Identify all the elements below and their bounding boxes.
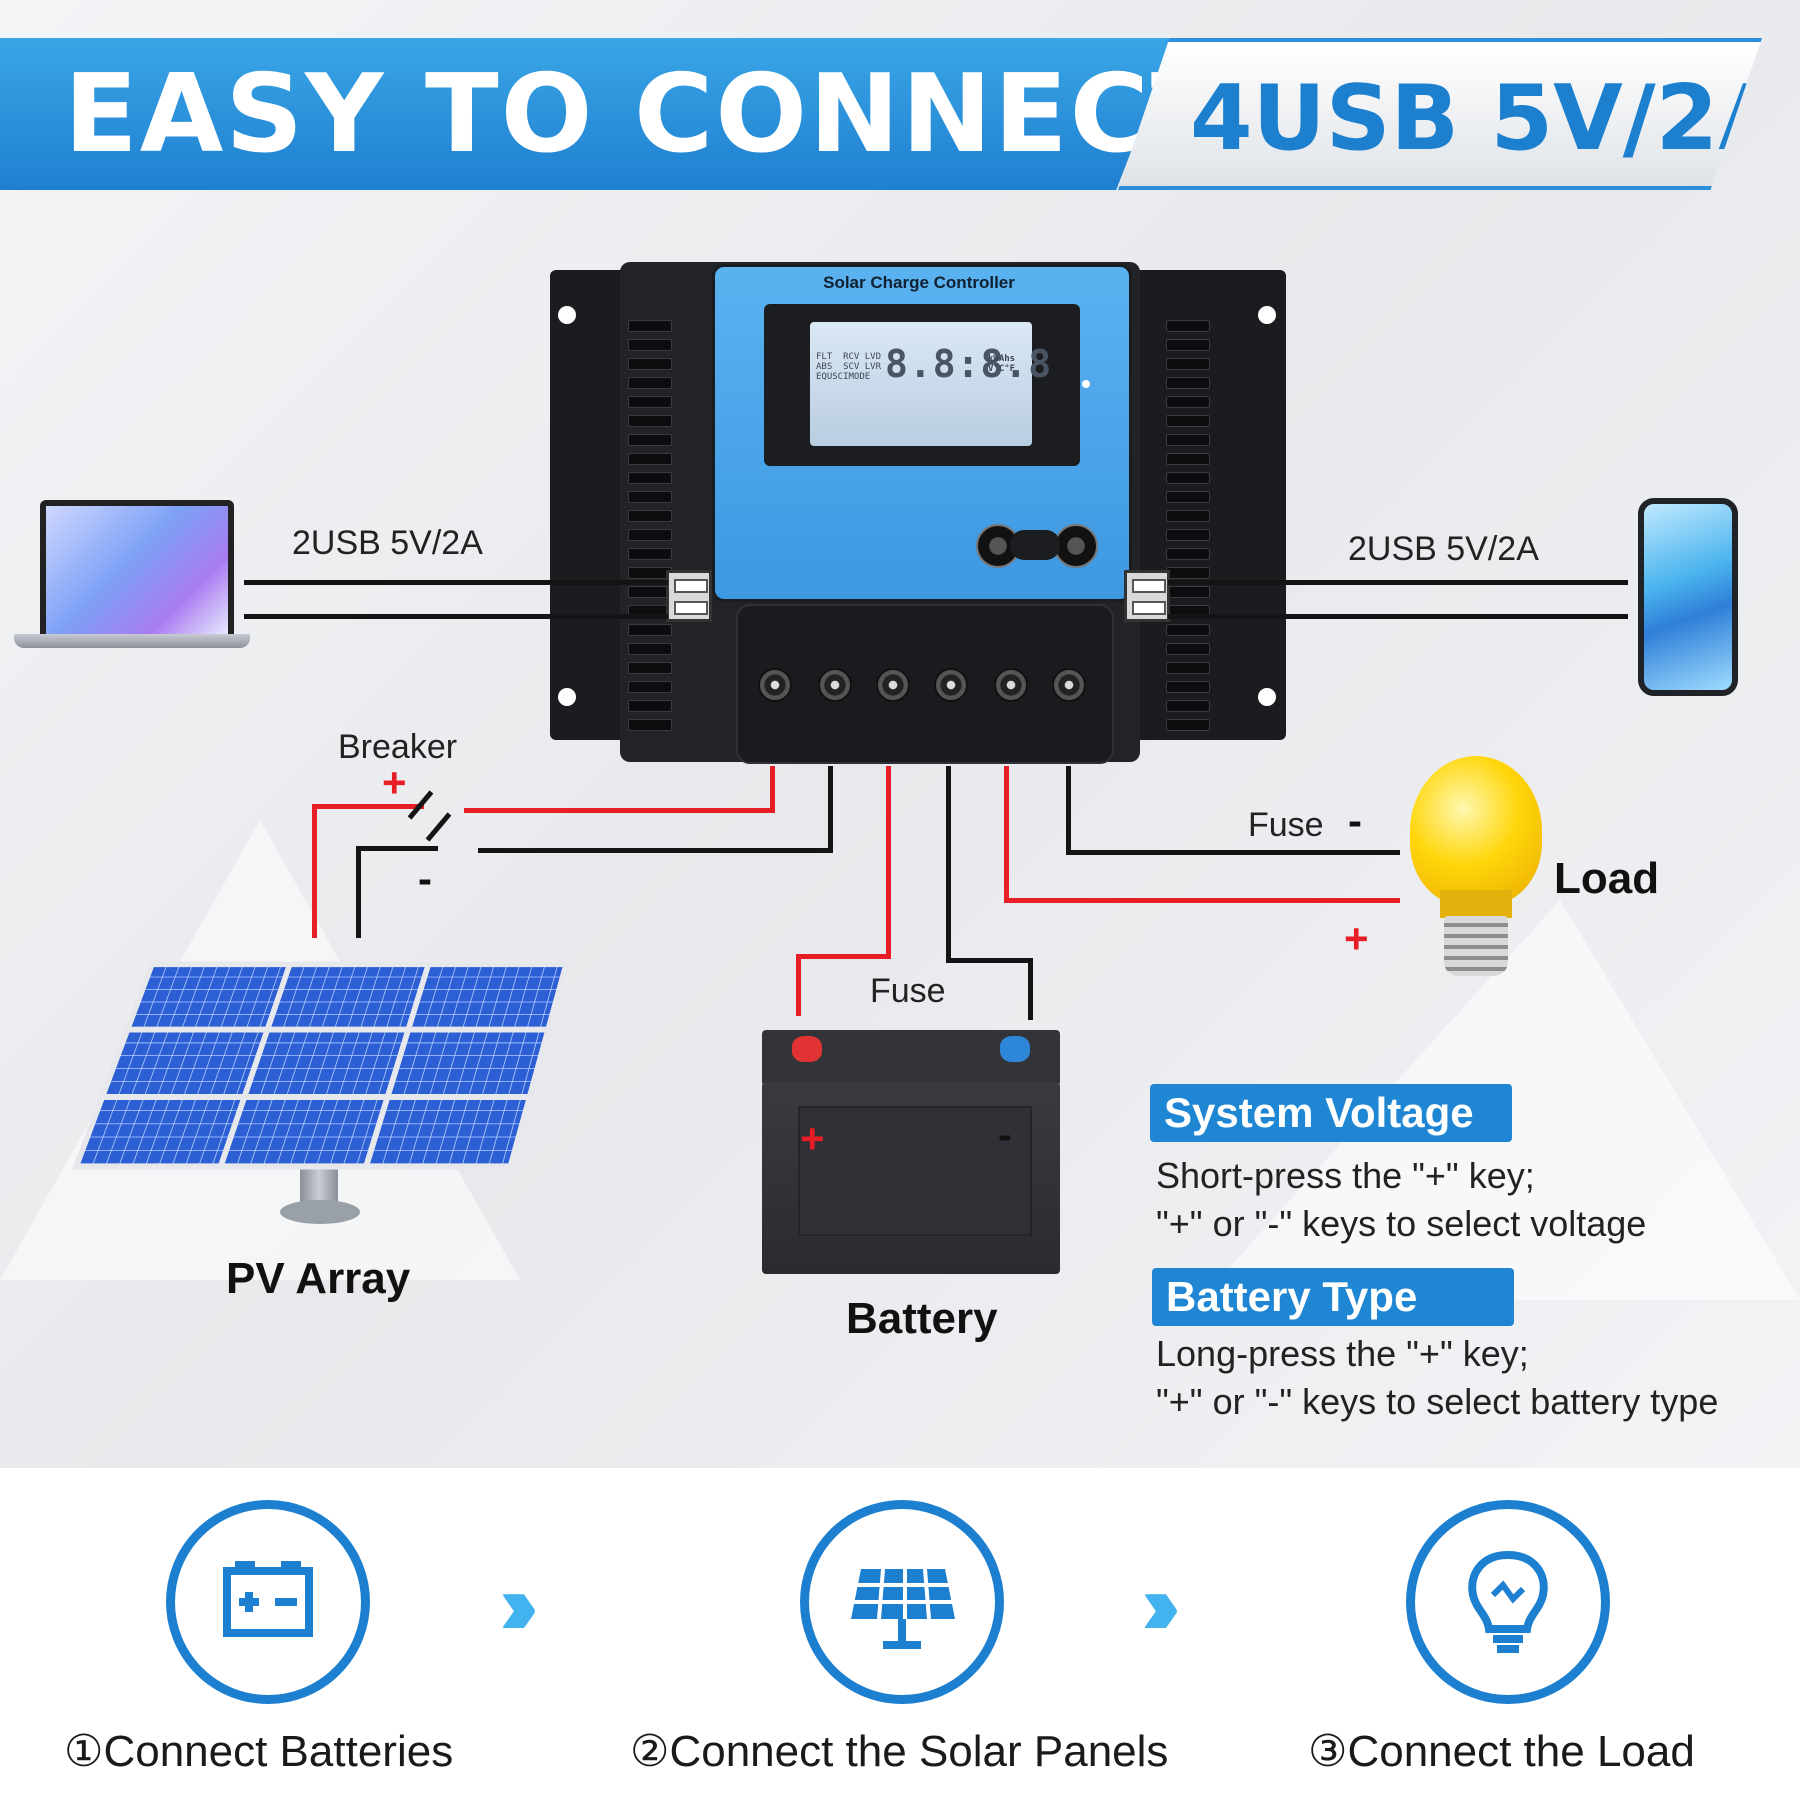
pv-negative-wire — [358, 846, 438, 851]
pv-negative-wire — [356, 846, 361, 938]
left-cooling-fins — [628, 320, 672, 738]
battery-fuse-label: Fuse — [870, 972, 946, 1010]
phone-icon — [1638, 498, 1738, 696]
battery-plus-sign: + — [800, 1115, 825, 1162]
battery-negative-wire — [946, 766, 951, 962]
step-2-circle — [800, 1500, 1004, 1704]
battery-positive-wire — [796, 954, 891, 959]
usb-port-right[interactable] — [1124, 570, 1170, 622]
usb-cable-left — [244, 580, 668, 585]
load-label: Load — [1554, 854, 1660, 903]
load-positive-wire — [1004, 766, 1009, 902]
pv-positive-wire — [312, 804, 424, 809]
bulb-neck — [1440, 890, 1512, 918]
terminal-screw-pv-negative[interactable] — [818, 668, 852, 702]
usb-left-label: 2USB 5V/2A — [292, 524, 483, 562]
step-3-circle — [1406, 1500, 1610, 1704]
load-negative-wire — [1066, 850, 1400, 855]
bulb-base — [1444, 916, 1508, 976]
battery-icon — [223, 1561, 313, 1637]
terminal-screw-load-negative[interactable] — [1052, 668, 1086, 702]
mount-hole — [1258, 306, 1276, 324]
load-positive-wire — [1004, 898, 1400, 903]
load-minus-sign: - — [1348, 797, 1362, 844]
load-plus-sign: + — [1344, 915, 1369, 962]
usb-port-left[interactable] — [666, 570, 712, 622]
usb-right-label: 2USB 5V/2A — [1348, 530, 1539, 568]
pv-positive-wire — [312, 804, 317, 938]
lcd-display — [810, 322, 1032, 446]
terminal-screw-pv-positive[interactable] — [758, 668, 792, 702]
header-banner: EASY TO CONNECT — [0, 38, 1175, 190]
pv-negative-wire — [478, 848, 833, 853]
solar-panel-icon — [72, 961, 570, 1170]
breaker-label: Breaker — [338, 728, 458, 766]
load-negative-wire — [1066, 766, 1071, 854]
plus-button[interactable] — [1054, 524, 1098, 568]
mount-hole — [558, 688, 576, 706]
pv-array-label: PV Array — [226, 1254, 411, 1303]
pv-positive-wire — [770, 766, 775, 812]
solar-panel-icon — [851, 1568, 955, 1649]
step-1-label: ①Connect Batteries — [64, 1727, 454, 1776]
right-cooling-fins — [1166, 320, 1210, 738]
terminal-block — [736, 604, 1114, 764]
battery-negative-post — [1000, 1036, 1030, 1062]
lcd-units: kWAhs V°C°F — [988, 354, 1016, 374]
lcd-digits: 8.8:8.8 — [885, 342, 1053, 386]
usb-cable-right — [1168, 580, 1628, 585]
system-voltage-line1: Short-press the "+" key; — [1156, 1155, 1535, 1196]
system-voltage-line2: "+" or "-" keys to select voltage — [1156, 1203, 1647, 1244]
battery-positive-wire — [886, 766, 891, 958]
battery-label: Battery — [846, 1294, 998, 1343]
pv-negative-wire — [828, 766, 833, 852]
battery-type-tag: Battery Type — [1152, 1268, 1514, 1326]
page-title: EASY TO CONNECT — [64, 52, 1227, 177]
page-subtitle: 4USB 5V/2A — [1190, 66, 1788, 171]
battery-positive-post — [792, 1036, 822, 1062]
battery-negative-wire — [946, 958, 1032, 963]
terminal-screw-load-positive[interactable] — [994, 668, 1028, 702]
step-2-label: ②Connect the Solar Panels — [630, 1727, 1169, 1776]
pv-positive-wire — [464, 808, 775, 813]
light-bulb-icon — [1468, 1550, 1548, 1653]
terminal-screw-battery-negative[interactable] — [934, 668, 968, 702]
usb-cable-right — [1168, 614, 1628, 619]
status-led — [1082, 380, 1090, 388]
breaker-switch — [425, 812, 452, 842]
controller-title: Solar Charge Controller — [823, 273, 1015, 292]
header-subtitle-box: 4USB 5V/2A — [1118, 38, 1762, 190]
step-3-label: ③Connect the Load — [1308, 1727, 1695, 1776]
terminal-screw-battery-positive[interactable] — [876, 668, 910, 702]
mount-hole — [558, 306, 576, 324]
step-1-circle — [166, 1500, 370, 1704]
system-voltage-tag: System Voltage — [1150, 1084, 1512, 1142]
solar-panel-stand — [280, 1200, 360, 1224]
battery-negative-wire — [1028, 958, 1033, 1020]
laptop-icon — [40, 500, 234, 640]
battery-front-panel — [798, 1106, 1032, 1236]
button-bridge — [1010, 530, 1060, 560]
battery-minus-sign: - — [998, 1111, 1012, 1158]
laptop-base — [14, 634, 250, 648]
load-fuse-label: Fuse — [1248, 806, 1324, 844]
battery-positive-wire — [796, 954, 801, 1016]
usb-cable-left — [244, 614, 668, 619]
battery-type-line1: Long-press the "+" key; — [1156, 1333, 1529, 1374]
battery-type-line2: "+" or "-" keys to select battery type — [1156, 1381, 1719, 1422]
breaker-plus-sign: + — [382, 759, 407, 806]
mount-hole — [1258, 688, 1276, 706]
light-bulb-icon — [1410, 756, 1542, 906]
lcd-mode-text: FLT RCV LVD ABS SCV LVR EQUSCIMODE — [816, 352, 882, 382]
breaker-minus-sign: - — [418, 855, 432, 902]
